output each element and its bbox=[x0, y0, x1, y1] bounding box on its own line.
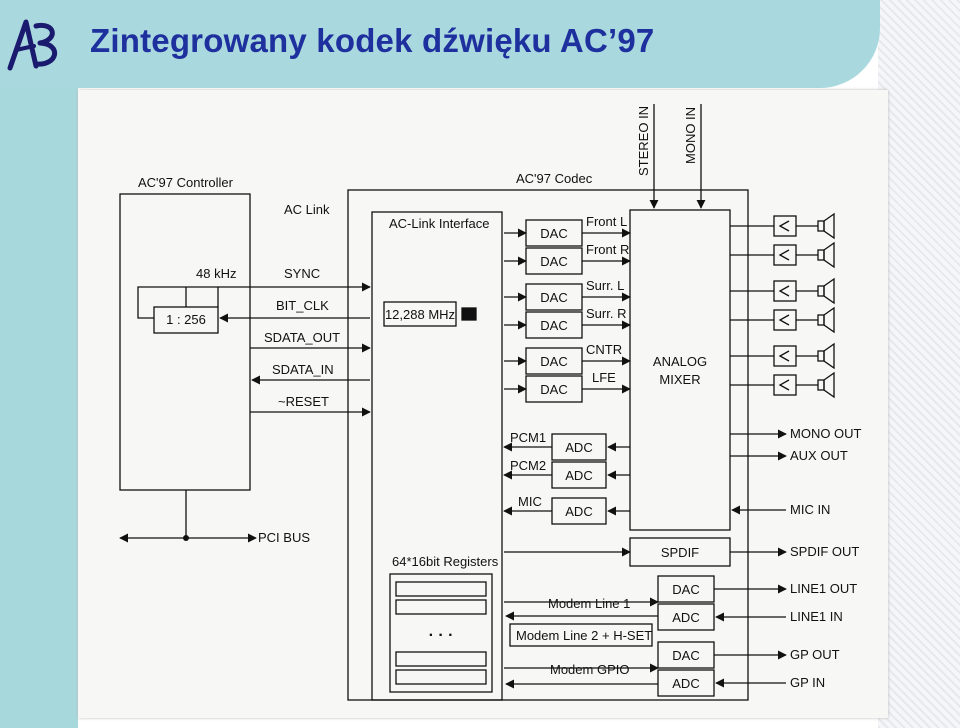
modem-line2-box bbox=[509, 623, 653, 647]
label-pcm1: PCM1 bbox=[510, 430, 546, 445]
label-stereo-in: STEREO IN bbox=[636, 106, 651, 176]
label-dac-gpio: DAC bbox=[672, 648, 699, 663]
label-reset: ~RESET bbox=[278, 394, 329, 409]
label-ac-link: AC Link bbox=[284, 202, 330, 217]
clock-loop bbox=[137, 286, 219, 319]
label-bit-clk: BIT_CLK bbox=[276, 298, 329, 313]
slide-title: Zintegrowany kodek dźwięku AC’97 bbox=[90, 22, 655, 59]
label-mono-out: MONO OUT bbox=[790, 426, 862, 441]
adc-gpio bbox=[657, 669, 715, 697]
label-line1-in: LINE1 IN bbox=[790, 609, 843, 624]
label-modem-line2: Modem Line 2 + H-SET bbox=[516, 628, 652, 643]
label-surr-r: Surr. R bbox=[586, 306, 626, 321]
label-adc-pcm2: ADC bbox=[565, 468, 592, 483]
label-dac-cntr: DAC bbox=[540, 354, 567, 369]
label-crystal: 12,288 MHz bbox=[385, 307, 455, 322]
label-controller: AC'97 Controller bbox=[138, 175, 234, 190]
analog-mixer-block bbox=[629, 209, 731, 531]
label-spdif-out: SPDIF OUT bbox=[790, 544, 859, 559]
label-dac-lfe: DAC bbox=[540, 382, 567, 397]
label-front-r: Front R bbox=[586, 242, 629, 257]
label-pci-bus: PCI BUS bbox=[258, 530, 310, 545]
label-mono-in: MONO IN bbox=[683, 107, 698, 164]
label-modem-line1: Modem Line 1 bbox=[548, 596, 630, 611]
left-accent-band bbox=[0, 0, 78, 728]
label-codec: AC'97 Codec bbox=[516, 171, 593, 186]
label-lfe: LFE bbox=[592, 370, 616, 385]
label-adc-mic: ADC bbox=[565, 504, 592, 519]
label-aux-out: AUX OUT bbox=[790, 448, 848, 463]
label-adc-modem: ADC bbox=[672, 610, 699, 625]
crystal-box bbox=[383, 301, 457, 327]
label-mixer-1: ANALOG bbox=[653, 354, 707, 369]
registers-block bbox=[389, 573, 493, 693]
speaker-outputs bbox=[730, 212, 835, 399]
label-mic-in: MIC IN bbox=[790, 502, 830, 517]
label-adc-pcm1: ADC bbox=[565, 440, 592, 455]
label-line1-out: LINE1 OUT bbox=[790, 581, 857, 596]
label-dac-surr-l: DAC bbox=[540, 290, 567, 305]
controller-block bbox=[119, 193, 251, 491]
label-pcm2: PCM2 bbox=[510, 458, 546, 473]
label-48khz: 48 kHz bbox=[196, 266, 236, 281]
codec-block-diagram: STEREO IN MONO IN AC'97 Controller AC'97… bbox=[78, 90, 888, 718]
label-spdif: SPDIF bbox=[661, 545, 699, 560]
adc-modem-line1 bbox=[657, 603, 715, 631]
label-sync: SYNC bbox=[284, 266, 320, 281]
label-adc-gpio: ADC bbox=[672, 676, 699, 691]
label-registers: 64*16bit Registers bbox=[392, 554, 499, 569]
codec-block bbox=[347, 189, 749, 701]
label-registers-dots: · · · bbox=[429, 627, 454, 644]
ab-logo-icon bbox=[7, 19, 58, 71]
label-dac-modem: DAC bbox=[672, 582, 699, 597]
label-cntr: CNTR bbox=[586, 342, 622, 357]
crystal-icon bbox=[461, 307, 477, 321]
label-dac-front-l: DAC bbox=[540, 226, 567, 241]
label-gp-out: GP OUT bbox=[790, 647, 840, 662]
label-surr-l: Surr. L bbox=[586, 278, 624, 293]
label-sdata-out: SDATA_OUT bbox=[264, 330, 340, 345]
label-front-l: Front L bbox=[586, 214, 627, 229]
label-divider: 1 : 256 bbox=[166, 312, 206, 327]
label-gp-in: GP IN bbox=[790, 675, 825, 690]
label-modem-gpio: Modem GPIO bbox=[550, 662, 629, 677]
right-texture-band bbox=[878, 0, 960, 728]
header-band bbox=[0, 0, 880, 88]
label-dac-surr-r: DAC bbox=[540, 318, 567, 333]
label-mic: MIC bbox=[518, 494, 542, 509]
label-interface: AC-Link Interface bbox=[389, 216, 489, 231]
label-sdata-in: SDATA_IN bbox=[272, 362, 334, 377]
label-mixer-2: MIXER bbox=[659, 372, 700, 387]
ac-link-interface-block bbox=[371, 211, 503, 701]
label-dac-front-r: DAC bbox=[540, 254, 567, 269]
diagram-canvas: STEREO IN MONO IN AC'97 Controller AC'97… bbox=[119, 104, 862, 701]
